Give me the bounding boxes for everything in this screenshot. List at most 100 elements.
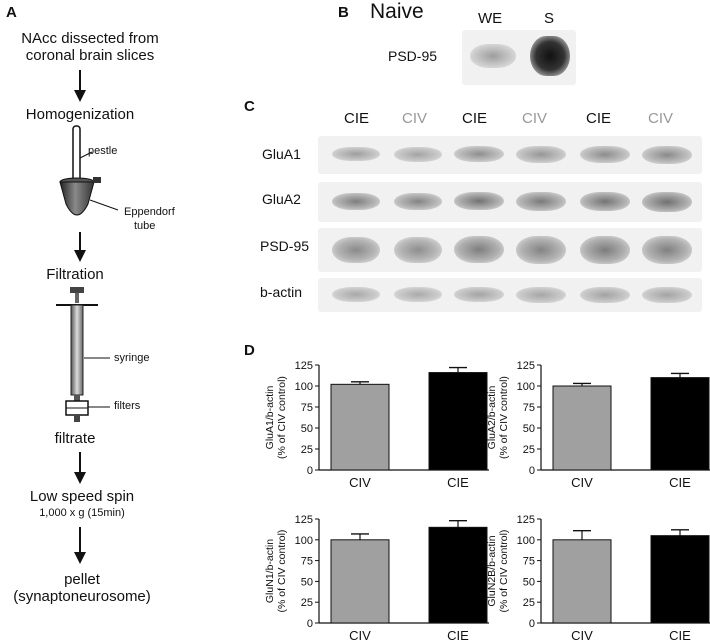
y-axis-label: GluA2/b-actin [486, 386, 498, 450]
step-pellet: pellet (synaptoneurosome) [0, 571, 164, 605]
y-axis-label: (% of CIV control) [498, 376, 510, 459]
panel-a-label: A [6, 4, 17, 21]
y-tick-label: 75 [523, 402, 535, 414]
blot-band [580, 236, 630, 264]
western-blot-bactin [318, 278, 702, 312]
syringe-callout: syringe [114, 352, 150, 364]
y-tick-label: 25 [301, 444, 313, 456]
x-tick-label: CIE [669, 628, 691, 642]
y-axis-label: GluN1/b-actin [264, 539, 276, 603]
y-tick-label: 25 [523, 444, 535, 456]
x-tick-label: CIV [571, 475, 593, 490]
blot-band [516, 146, 566, 163]
eppendorf-tube-icon [59, 177, 119, 216]
step-dissection-line2: coronal brain slices [25, 47, 155, 64]
eppendorf-callout-line1: Eppendorf [124, 206, 175, 218]
blot-band [332, 147, 380, 161]
x-tick-label: CIV [571, 628, 593, 642]
bar-civ [552, 539, 612, 624]
lane-label-we: WE [478, 10, 503, 27]
panel-c-label: C [244, 98, 255, 115]
panel-d-label: D [244, 342, 255, 359]
blot-band [516, 192, 566, 211]
blot-band [394, 193, 442, 210]
step-low-speed-spin: Low speed spin [29, 488, 135, 505]
bar-cie [650, 535, 710, 624]
blot-band [454, 146, 504, 162]
x-tick-label: CIV [349, 475, 371, 490]
western-blot-glua1 [318, 136, 702, 174]
syringe-icon [56, 287, 110, 401]
blot-band [454, 236, 504, 263]
step-spin-condition: 1,000 x g (15min) [39, 507, 125, 519]
bar-cie [428, 526, 488, 624]
y-tick-label: 100 [295, 535, 313, 547]
arrow-down-icon [74, 527, 86, 564]
step-homogenization: Homogenization [25, 106, 135, 123]
y-tick-label: 100 [295, 381, 313, 393]
y-axis-label: (% of CIV control) [276, 530, 288, 613]
lane-label-s: S [544, 10, 555, 27]
x-tick-label: CIE [447, 628, 469, 642]
y-axis-label: (% of CIV control) [498, 530, 510, 613]
y-tick-label: 0 [529, 618, 535, 630]
y-tick-label: 125 [295, 514, 313, 526]
arrow-down-icon [74, 232, 86, 262]
blot-band [530, 36, 570, 76]
row-label-bactin: b-actin [260, 284, 303, 300]
y-tick-label: 100 [517, 381, 535, 393]
y-tick-label: 0 [307, 618, 313, 630]
bar-cie [428, 372, 488, 471]
y-tick-label: 50 [301, 423, 313, 435]
arrow-down-icon [74, 70, 86, 102]
step-pellet-line1: pellet [64, 571, 100, 588]
blot-band [642, 146, 692, 164]
blot-band [642, 192, 692, 212]
y-tick-label: 100 [517, 535, 535, 547]
step-filtration: Filtration [46, 266, 104, 283]
lane-label-c6: CIV [648, 110, 674, 127]
step-filtrate: filtrate [54, 430, 96, 447]
eppendorf-callout-line2: tube [134, 220, 156, 232]
row-label-psd95-b: PSD-95 [388, 48, 438, 64]
blot-band [642, 287, 692, 303]
bar-civ [330, 539, 390, 624]
lane-label-c5: CIE [586, 110, 612, 127]
blot-band [580, 192, 630, 211]
y-tick-label: 25 [523, 597, 535, 609]
y-tick-label: 125 [517, 514, 535, 526]
row-label-glua1: GluA1 [262, 146, 301, 162]
panel-b-title: Naive [370, 0, 424, 23]
y-axis-label: GluN2B/b-actin [486, 535, 498, 606]
y-tick-label: 75 [523, 556, 535, 568]
y-tick-label: 125 [295, 360, 313, 372]
x-tick-label: CIE [669, 475, 691, 490]
bar-civ [330, 383, 390, 471]
y-axis-label: GluA1/b-actin [264, 386, 276, 450]
step-dissection-line1: NAcc dissected from [21, 30, 159, 47]
row-label-psd95: PSD-95 [260, 238, 310, 254]
blot-band [642, 236, 692, 264]
blot-band [394, 287, 442, 302]
y-tick-label: 50 [523, 576, 535, 588]
x-tick-label: CIE [447, 475, 469, 490]
y-tick-label: 25 [301, 597, 313, 609]
western-blot-b [462, 30, 576, 85]
lane-label-c2: CIV [402, 110, 428, 127]
blot-band [454, 287, 504, 302]
workflow-diagram [56, 70, 119, 564]
blot-band [394, 237, 442, 263]
filters-callout: filters [114, 400, 141, 412]
blot-band [580, 146, 630, 163]
y-axis-label: (% of CIV control) [276, 376, 288, 459]
blot-band [332, 287, 380, 302]
bar-cie [650, 377, 710, 471]
y-tick-label: 75 [301, 402, 313, 414]
lane-label-c1: CIE [344, 110, 370, 127]
y-tick-label: 75 [301, 556, 313, 568]
bar-civ [552, 385, 612, 471]
blot-band [332, 193, 380, 210]
blot-band [470, 44, 516, 68]
step-pellet-line2: (synaptoneurosome) [13, 588, 151, 605]
